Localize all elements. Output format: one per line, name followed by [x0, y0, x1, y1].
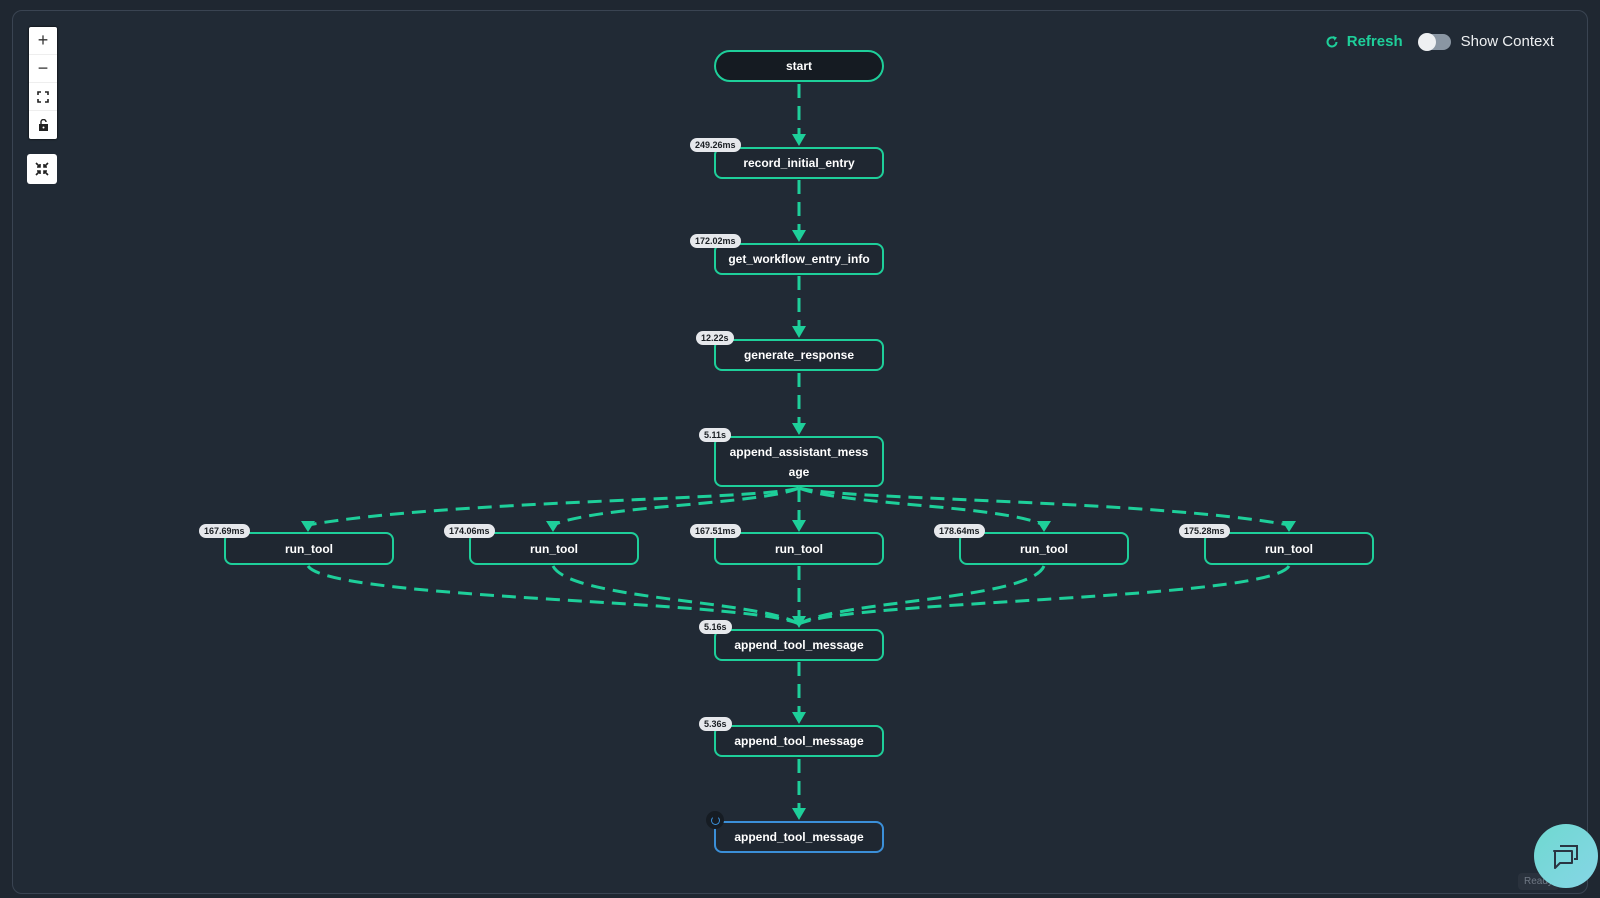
edge — [798, 564, 1291, 626]
fit-view-icon — [37, 90, 49, 103]
edge — [798, 565, 1046, 626]
top-toolbar: Refresh Show Context — [1325, 32, 1554, 51]
node-label: start — [785, 59, 812, 73]
duration-badge: 174.06ms — [444, 524, 495, 538]
node-run-tool[interactable]: run_tool — [224, 532, 394, 565]
duration-badge: 249.26ms — [690, 138, 741, 152]
node-run-tool[interactable]: run_tool — [469, 532, 639, 565]
collapse-arrows-icon — [35, 162, 49, 176]
node-label: run_tool — [1020, 541, 1068, 556]
arrowhead — [792, 712, 806, 724]
node-label: generate_response — [743, 348, 855, 362]
zoom-out-button[interactable]: − — [29, 55, 57, 83]
loading-spinner-icon — [706, 811, 724, 829]
chat-icon — [1553, 845, 1578, 869]
edge — [551, 565, 800, 626]
node-append-tool-message[interactable]: append_tool_message — [714, 725, 884, 757]
edge — [798, 486, 1045, 527]
arrowhead — [1037, 521, 1051, 532]
show-context-toggle[interactable] — [1417, 32, 1451, 51]
duration-badge: 5.16s — [699, 620, 732, 634]
node-append-tool-message[interactable]: append_tool_message — [714, 629, 884, 661]
arrowhead — [301, 521, 315, 532]
chat-button[interactable] — [1534, 824, 1598, 888]
arrowhead — [792, 230, 806, 242]
node-label: append_tool_message — [734, 734, 864, 748]
node-label: run_tool — [1265, 541, 1313, 556]
node-append-assistant-message[interactable]: append_assistant_message — [714, 436, 884, 487]
duration-badge: 167.69ms — [199, 524, 250, 538]
fit-view-button[interactable] — [29, 83, 57, 111]
refresh-icon — [1326, 35, 1338, 47]
duration-badge: 5.11s — [699, 428, 732, 442]
arrowhead — [792, 520, 806, 532]
node-record-initial-entry[interactable]: record_initial_entry — [714, 147, 884, 179]
duration-badge: 172.02ms — [690, 234, 741, 248]
node-label: run_tool — [775, 541, 823, 556]
show-context-label: Show Context — [1460, 33, 1554, 50]
node-run-tool[interactable]: run_tool — [1204, 532, 1374, 565]
node-label: append_tool_message — [734, 830, 864, 844]
node-append-tool-message-running[interactable]: append_tool_message — [714, 821, 884, 853]
zoom-controls: + − — [29, 27, 57, 139]
node-label: get_workflow_entry_info — [728, 252, 870, 266]
node-start[interactable]: start — [714, 50, 884, 82]
arrowhead — [792, 423, 806, 435]
duration-badge: 175.28ms — [1179, 524, 1230, 538]
edge — [552, 486, 800, 527]
duration-badge: 5.36s — [699, 717, 732, 731]
unlock-icon — [39, 119, 48, 131]
arrowhead — [1282, 521, 1296, 532]
refresh-label: Refresh — [1346, 33, 1403, 50]
lock-button[interactable] — [29, 111, 57, 139]
node-label: append_tool_message — [734, 638, 864, 652]
refresh-button[interactable]: Refresh — [1325, 33, 1403, 50]
edge — [798, 486, 1290, 527]
edge — [307, 486, 800, 527]
node-run-tool[interactable]: run_tool — [714, 532, 884, 565]
arrowhead — [792, 808, 806, 820]
node-label: run_tool — [285, 541, 333, 556]
node-label: append_assistant_message — [729, 444, 869, 479]
node-label: record_initial_entry — [743, 156, 855, 170]
node-generate-response[interactable]: generate_response — [714, 339, 884, 371]
node-label: run_tool — [530, 541, 578, 556]
arrowhead — [792, 134, 806, 146]
node-run-tool[interactable]: run_tool — [959, 532, 1129, 565]
arrowhead — [546, 521, 560, 532]
arrowhead — [792, 326, 806, 338]
edge — [306, 564, 800, 626]
duration-badge: 167.51ms — [690, 524, 741, 538]
zoom-in-button[interactable]: + — [29, 27, 57, 55]
collapse-button[interactable] — [27, 154, 57, 184]
duration-badge: 12.22s — [696, 331, 734, 345]
node-get-workflow-entry-info[interactable]: get_workflow_entry_info — [714, 243, 884, 275]
duration-badge: 178.64ms — [934, 524, 985, 538]
arrowhead — [792, 616, 806, 628]
